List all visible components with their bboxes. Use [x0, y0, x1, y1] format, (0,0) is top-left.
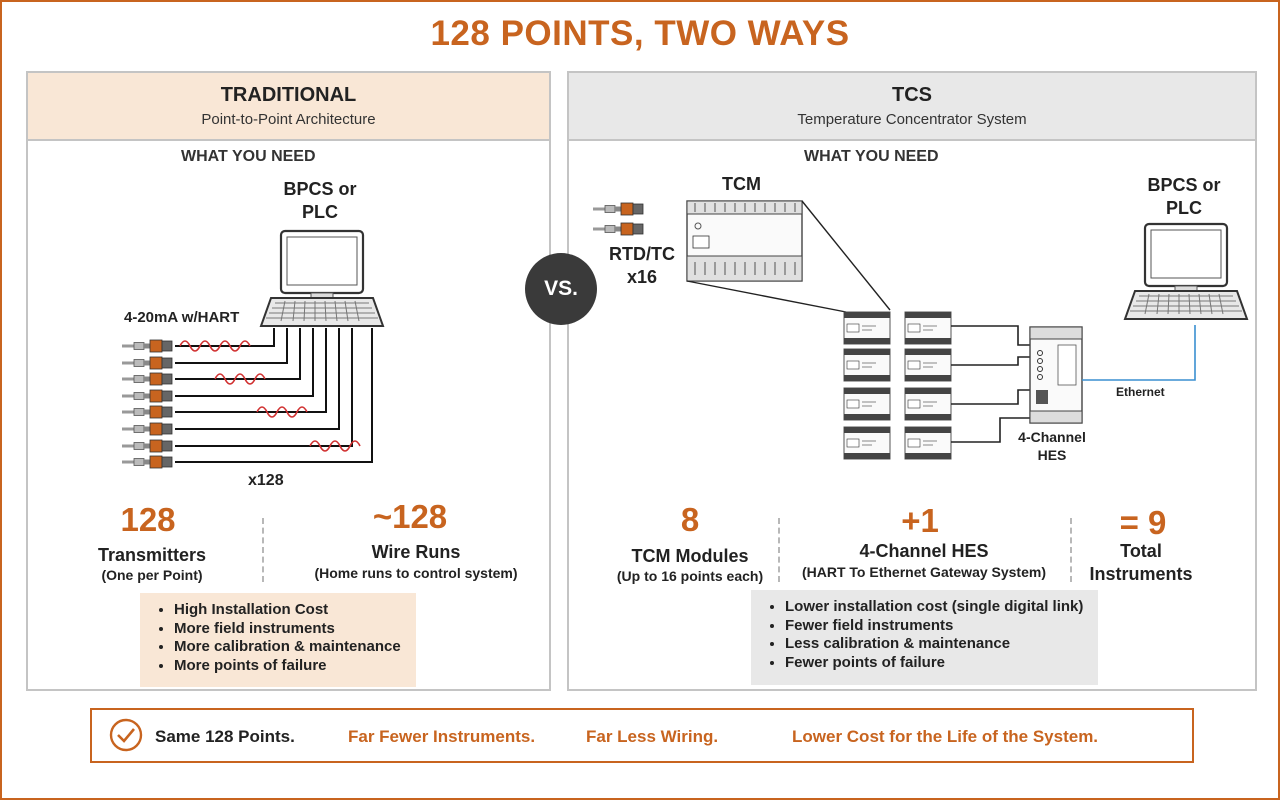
wire-runs — [175, 328, 373, 463]
footer-text-2: Far Fewer Instruments. — [348, 727, 536, 746]
summary-footer: Same 128 Points. Far Fewer Instruments. … — [90, 708, 1194, 763]
stat-tcm-sub: (Up to 16 points each) — [616, 568, 764, 584]
stat-total-value: = 9 — [1119, 504, 1167, 541]
stat-transmitters-label: Transmitters — [97, 545, 207, 565]
right-divider-2 — [1070, 518, 1072, 582]
list-item: High Installation Cost — [174, 601, 406, 620]
stat-tcm-label: TCM Modules — [631, 546, 749, 566]
stat-wireruns-value: ~128 — [372, 498, 448, 535]
ethernet-label: Ethernet — [1116, 385, 1165, 399]
traditional-header: TRADITIONAL Point-to-Point Architecture — [28, 73, 549, 141]
left-divider — [262, 518, 264, 582]
footer-text-3: Far Less Wiring. — [586, 727, 719, 746]
list-item: Fewer field instruments — [785, 617, 1088, 636]
list-item: More points of failure — [174, 657, 406, 676]
list-item: Fewer points of failure — [785, 654, 1088, 673]
tcm-module-grid — [843, 311, 952, 460]
hes-connections — [951, 325, 1030, 443]
bpcs-computer-icon — [259, 229, 385, 328]
list-item: More field instruments — [174, 620, 406, 639]
stat-wireruns-label: Wire Runs — [371, 542, 461, 562]
footer-text-4: Lower Cost for the Life of the System. — [792, 727, 1099, 746]
traditional-subtitle: Point-to-Point Architecture — [201, 111, 376, 128]
plc-computer-icon — [1123, 222, 1249, 321]
tcm-module-icon — [686, 200, 803, 282]
rtd-sensor-icon — [592, 222, 644, 236]
tcs-panel: TCS Temperature Concentrator System — [567, 71, 1257, 691]
transmitter-sensors — [121, 339, 173, 469]
right-divider-1 — [778, 518, 780, 582]
stat-total-label: Total — [1120, 541, 1162, 561]
check-circle-icon — [109, 718, 143, 752]
tcs-subtitle: Temperature Concentrator System — [797, 111, 1027, 128]
right-what-you-need: WHAT YOU NEED — [804, 148, 939, 165]
rtd-sensor-icon — [592, 202, 644, 216]
left-multiplier: x128 — [248, 472, 284, 489]
vs-badge: VS. — [525, 253, 597, 325]
stat-transmitters-sub: (One per Point) — [101, 567, 203, 583]
tcs-header: TCS Temperature Concentrator System — [569, 73, 1255, 141]
page-title: 128 POINTS, TWO WAYS — [430, 14, 850, 53]
stat-hes-value: +1 — [901, 502, 939, 539]
stat-total-label-2: Instruments — [1089, 564, 1193, 584]
tcs-title: TCS — [892, 84, 932, 106]
stat-hes-sub: (HART To Ethernet Gateway System) — [801, 564, 1046, 580]
hes-gateway-icon — [1029, 326, 1083, 424]
zoom-lines — [686, 200, 891, 313]
tcs-bullets: Lower installation cost (single digital … — [751, 590, 1098, 685]
stat-transmitters-value: 128 — [120, 501, 176, 538]
stat-tcm-value: 8 — [680, 501, 700, 538]
stat-wireruns-sub: (Home runs to control system) — [314, 565, 518, 581]
tcm-label: TCM — [722, 174, 761, 194]
list-item: Less calibration & maintenance — [785, 635, 1088, 654]
stat-hes-label: 4-Channel HES — [859, 541, 989, 561]
traditional-title: TRADITIONAL — [220, 84, 357, 106]
footer-text-1: Same 128 Points. — [155, 727, 295, 746]
ethernet-line — [1082, 325, 1196, 381]
list-item: More calibration & maintenance — [174, 638, 406, 657]
left-what-you-need: WHAT YOU NEED — [181, 148, 316, 165]
list-item: Lower installation cost (single digital … — [785, 598, 1088, 617]
traditional-panel: TRADITIONAL Point-to-Point Architecture — [26, 71, 551, 691]
traditional-bullets: High Installation Cost More field instru… — [140, 593, 416, 687]
signal-label: 4-20mA w/HART — [124, 309, 240, 326]
hart-wave-icon — [179, 340, 361, 452]
